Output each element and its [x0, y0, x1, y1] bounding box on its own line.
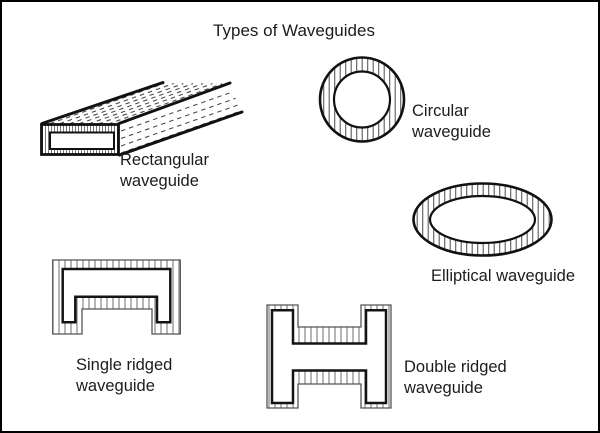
double-ridged-waveguide-figure [266, 304, 392, 409]
rectangular-waveguide-figure [40, 81, 244, 157]
circular-waveguide-label: Circular waveguide [412, 102, 491, 142]
single-ridged-waveguide-figure [52, 259, 181, 335]
double-ridged-waveguide-label: Double ridged waveguide [404, 358, 507, 398]
rectangular-waveguide-label: Rectangular waveguide [120, 151, 209, 191]
elliptical-waveguide-figure [412, 182, 553, 257]
diagram-title: Types of Waveguides [213, 21, 375, 40]
circular-waveguide-figure [318, 56, 406, 143]
single-ridged-waveguide-label: Single ridged waveguide [76, 356, 173, 396]
elliptical-waveguide-label: Elliptical waveguide [431, 267, 575, 285]
